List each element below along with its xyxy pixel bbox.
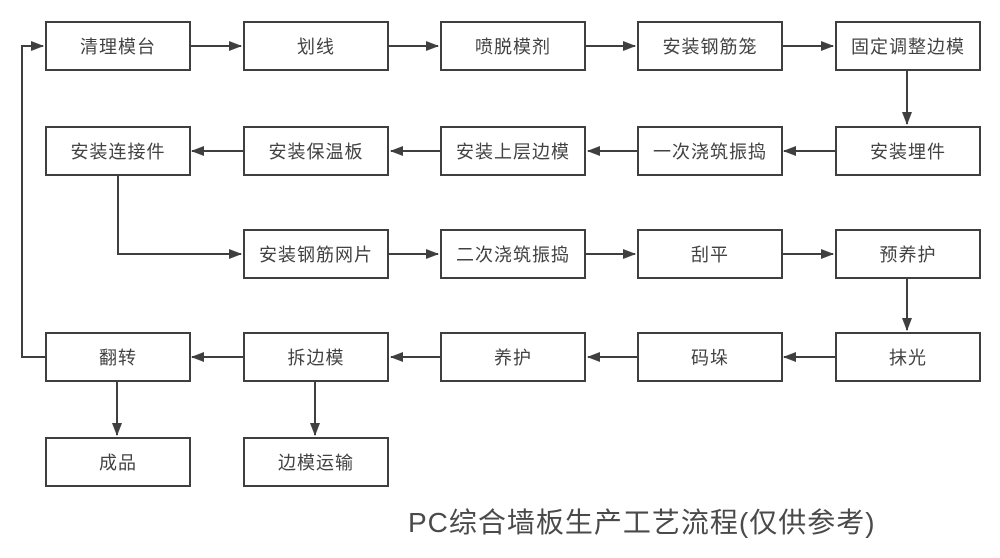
node-install-upper-side-forms: 安装上层边模: [440, 126, 586, 176]
node-install-connectors: 安装连接件: [45, 126, 191, 176]
node-second-pour-vibrate: 二次浇筑振捣: [440, 229, 586, 279]
node-install-rebar-cage: 安装钢筋笼: [637, 21, 783, 71]
node-fix-adjust-side-forms: 固定调整边模: [835, 21, 981, 71]
diagram-caption: PC综合墙板生产工艺流程(仅供参考): [408, 507, 876, 538]
node-install-embedded-parts: 安装埋件: [835, 126, 981, 176]
node-remove-side-forms: 拆边模: [243, 332, 389, 382]
node-install-rebar-mesh: 安装钢筋网片: [243, 229, 389, 279]
node-curing: 养护: [440, 332, 586, 382]
node-screeding: 刮平: [637, 229, 783, 279]
node-troweling: 抹光: [835, 332, 981, 382]
node-clean-mold-table: 清理模台: [45, 21, 191, 71]
node-install-insulation-board: 安装保温板: [243, 126, 389, 176]
node-marking: 划线: [243, 21, 389, 71]
node-first-pour-vibrate: 一次浇筑振捣: [637, 126, 783, 176]
edge-flip-loop-to-clean: [21, 41, 45, 358]
node-flip: 翻转: [45, 332, 191, 382]
node-stacking: 码垛: [637, 332, 783, 382]
node-spray-release-agent: 喷脱模剂: [440, 21, 586, 71]
edge-connectors-to-rebar-mesh: [117, 176, 242, 259]
node-pre-curing: 预养护: [835, 229, 981, 279]
node-side-form-transport: 边模运输: [243, 437, 389, 487]
node-finished-product: 成品: [45, 437, 191, 487]
